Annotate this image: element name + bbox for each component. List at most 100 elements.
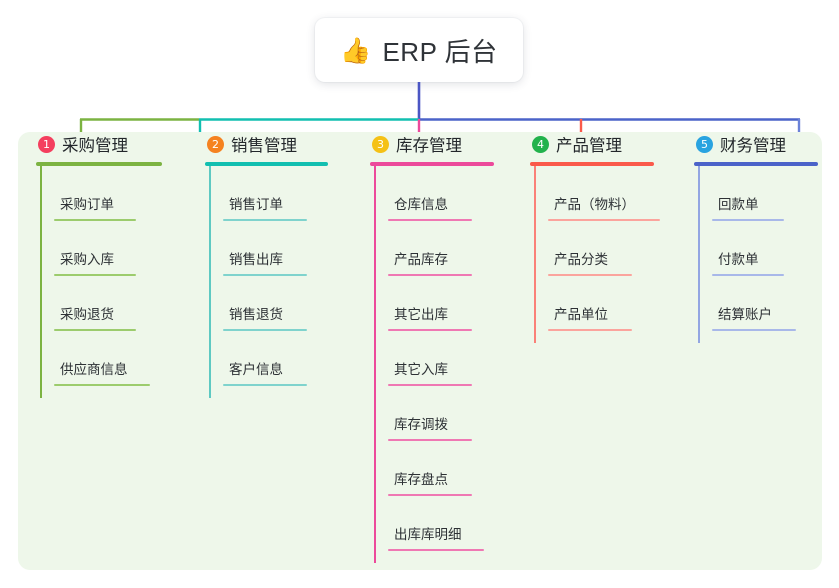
branch-item[interactable]: 库存调拨	[388, 386, 530, 441]
item-rule	[54, 218, 136, 221]
branch-badge-5: 5	[696, 135, 713, 153]
branch-spine-2	[209, 166, 211, 398]
thumbs-up-icon: 👍	[340, 36, 372, 65]
item-rule	[548, 328, 632, 331]
branch-column-3: 3 库存管理 仓库信息 产品库存 其它出库 其它入库	[370, 132, 530, 563]
item-label: 库存调拨	[394, 416, 448, 432]
branch-badge-1: 1	[38, 135, 55, 153]
branch-title-4: 产品管理	[556, 137, 622, 155]
item-label: 产品分类	[554, 251, 608, 267]
item-label: 供应商信息	[60, 361, 128, 377]
branch-header-3[interactable]: 3 库存管理	[370, 132, 530, 156]
branch-item[interactable]: 销售退货	[223, 276, 355, 331]
root-node[interactable]: 👍 ERP 后台	[315, 18, 523, 82]
branch-rule-5	[694, 162, 818, 166]
branch-item[interactable]: 客户信息	[223, 331, 355, 386]
branch-item[interactable]: 其它出库	[388, 276, 530, 331]
item-rule	[223, 218, 307, 221]
item-rule	[388, 273, 472, 276]
branch-item[interactable]: 仓库信息	[388, 166, 530, 221]
item-rule	[54, 273, 136, 276]
item-rule	[388, 218, 472, 221]
item-rule	[388, 383, 472, 386]
item-rule	[223, 273, 307, 276]
item-rule	[388, 438, 472, 441]
branch-spine-3	[374, 166, 376, 563]
branch-item[interactable]: 出库库明细	[388, 496, 530, 551]
branch-item[interactable]: 产品（物料）	[548, 166, 690, 221]
item-label: 回款单	[718, 196, 759, 212]
branch-title-3: 库存管理	[396, 137, 462, 155]
branch-item[interactable]: 采购订单	[54, 166, 196, 221]
branch-item[interactable]: 产品库存	[388, 221, 530, 276]
branch-header-5[interactable]: 5 财务管理	[694, 132, 839, 156]
item-label: 库存盘点	[394, 471, 448, 487]
item-label: 销售出库	[229, 251, 283, 267]
item-rule	[548, 273, 632, 276]
branch-item[interactable]: 产品单位	[548, 276, 690, 331]
item-rule	[388, 493, 472, 496]
branch-rule-4	[530, 162, 654, 166]
branch-items-3: 仓库信息 产品库存 其它出库 其它入库 库存调拨	[370, 166, 530, 551]
item-rule	[223, 383, 307, 386]
branch-item[interactable]: 供应商信息	[54, 331, 196, 386]
branch-column-2: 2 销售管理 销售订单 销售出库 销售退货 客户信息	[205, 132, 355, 398]
branch-column-5: 5 财务管理 回款单 付款单 结算账户	[694, 132, 839, 343]
item-label: 产品单位	[554, 306, 608, 322]
item-label: 结算账户	[718, 306, 772, 322]
branch-badge-3: 3	[372, 135, 389, 153]
branch-item[interactable]: 结算账户	[712, 276, 839, 331]
branch-item[interactable]: 回款单	[712, 166, 839, 221]
branch-rule-2	[205, 162, 328, 166]
item-rule	[388, 328, 472, 331]
branch-title-5: 财务管理	[720, 137, 786, 155]
item-label: 付款单	[718, 251, 759, 267]
branch-item[interactable]: 其它入库	[388, 331, 530, 386]
branch-items-4: 产品（物料） 产品分类 产品单位	[530, 166, 690, 331]
branch-items-5: 回款单 付款单 结算账户	[694, 166, 839, 331]
branch-header-2[interactable]: 2 销售管理	[205, 132, 355, 156]
item-label: 采购订单	[60, 196, 114, 212]
branch-badge-2: 2	[207, 135, 224, 153]
item-rule	[712, 328, 796, 331]
branch-item[interactable]: 销售订单	[223, 166, 355, 221]
branch-column-1: 1 采购管理 采购订单 采购入库 采购退货 供应商信息	[36, 132, 196, 398]
branch-header-4[interactable]: 4 产品管理	[530, 132, 690, 156]
branch-items-2: 销售订单 销售出库 销售退货 客户信息	[205, 166, 355, 386]
item-rule	[54, 383, 150, 386]
item-rule	[388, 548, 484, 551]
item-rule	[712, 273, 784, 276]
item-rule	[712, 218, 784, 221]
root-node-label: ERP 后台	[382, 36, 498, 67]
branch-spine-5	[698, 166, 700, 343]
branch-item[interactable]: 产品分类	[548, 221, 690, 276]
branch-items-1: 采购订单 采购入库 采购退货 供应商信息	[36, 166, 196, 386]
item-label: 销售订单	[229, 196, 283, 212]
branch-column-4: 4 产品管理 产品（物料） 产品分类 产品单位	[530, 132, 690, 343]
item-label: 产品（物料）	[554, 196, 635, 212]
item-label: 采购入库	[60, 251, 114, 267]
branch-item[interactable]: 库存盘点	[388, 441, 530, 496]
branch-item[interactable]: 付款单	[712, 221, 839, 276]
branch-badge-4: 4	[532, 135, 549, 153]
item-label: 仓库信息	[394, 196, 448, 212]
item-label: 客户信息	[229, 361, 283, 377]
item-label: 出库库明细	[394, 526, 462, 542]
branch-title-1: 采购管理	[62, 137, 128, 155]
branch-spine-1	[40, 166, 42, 398]
branch-rule-1	[36, 162, 162, 166]
item-label: 产品库存	[394, 251, 448, 267]
branch-item[interactable]: 采购入库	[54, 221, 196, 276]
branch-rule-3	[370, 162, 494, 166]
item-rule	[223, 328, 307, 331]
branch-item[interactable]: 销售出库	[223, 221, 355, 276]
branch-spine-4	[534, 166, 536, 343]
branch-header-1[interactable]: 1 采购管理	[36, 132, 196, 156]
branches-panel: 1 采购管理 采购订单 采购入库 采购退货 供应商信息	[18, 132, 822, 570]
item-label: 其它出库	[394, 306, 448, 322]
branch-item[interactable]: 采购退货	[54, 276, 196, 331]
item-label: 销售退货	[229, 306, 283, 322]
item-rule	[548, 218, 660, 221]
branch-title-2: 销售管理	[231, 137, 297, 155]
